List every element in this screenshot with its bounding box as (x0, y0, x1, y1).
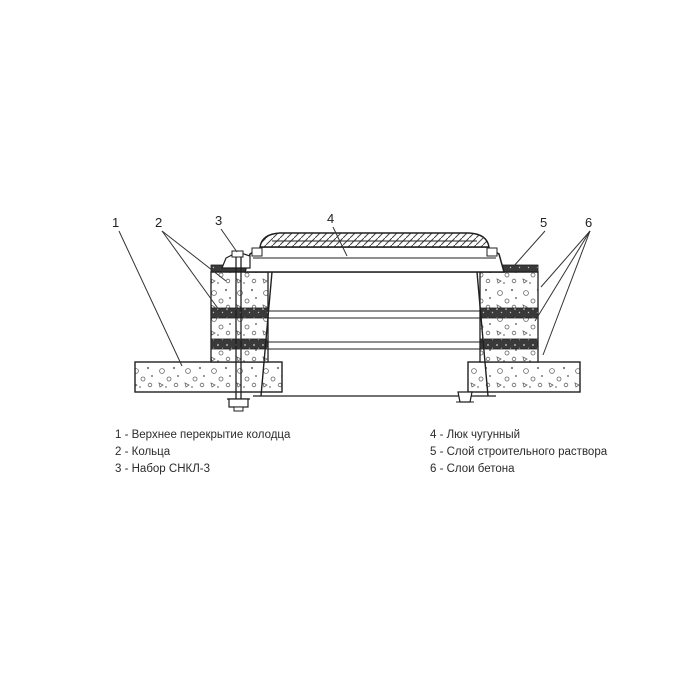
cone-wall-left (260, 271, 273, 397)
callout-5: 5 (540, 215, 547, 230)
leader-line-6c (542, 230, 591, 356)
leader-line-2b (161, 230, 223, 315)
leader-line-2a (161, 230, 227, 282)
mortar-band-right-2 (479, 338, 539, 350)
hatch-frame (244, 246, 505, 273)
leader-line-6b (534, 230, 591, 322)
hatch-lug-left (251, 247, 263, 257)
legend-item-1: 1 - Верхнее перекрытие колодца (115, 429, 291, 441)
legend-left-column: 1 - Верхнее перекрытие колодца 2 - Кольц… (115, 427, 290, 478)
bolt-nut (228, 398, 249, 408)
bolt-head (231, 250, 244, 258)
bolt-tip (233, 406, 244, 412)
support-foot-right (457, 391, 473, 403)
cone-wall-right (476, 271, 489, 397)
leader-line-5 (512, 230, 546, 268)
mortar-band-left-1 (210, 307, 269, 319)
hatch-lug-right (486, 247, 498, 257)
legend-item-5: 5 - Слой строительного раствора (430, 446, 608, 458)
leader-line-1 (118, 230, 183, 367)
callout-1: 1 (112, 215, 119, 230)
legend-item-4: 4 - Люк чугунный (430, 429, 521, 441)
hatch-lid (259, 232, 490, 248)
mortar-band-left-2 (210, 338, 269, 350)
callout-3: 3 (215, 213, 222, 228)
leader-line-3 (220, 228, 238, 253)
legend-item-2: 2 - Кольца (115, 446, 171, 458)
legend-item-3: 3 - Набор СНКЛ-3 (115, 463, 210, 475)
callout-6: 6 (585, 215, 592, 230)
callout-2: 2 (155, 215, 162, 230)
callout-4: 4 (327, 211, 334, 226)
legend-item-6: 6 - Слои бетона (430, 463, 515, 475)
legend-right-column: 4 - Люк чугунный 5 - Слой строительного … (430, 427, 607, 478)
leader-line-4 (332, 226, 348, 257)
slab-left (134, 361, 283, 393)
mortar-band-right-1 (479, 307, 539, 319)
leader-line-6a (540, 230, 591, 288)
